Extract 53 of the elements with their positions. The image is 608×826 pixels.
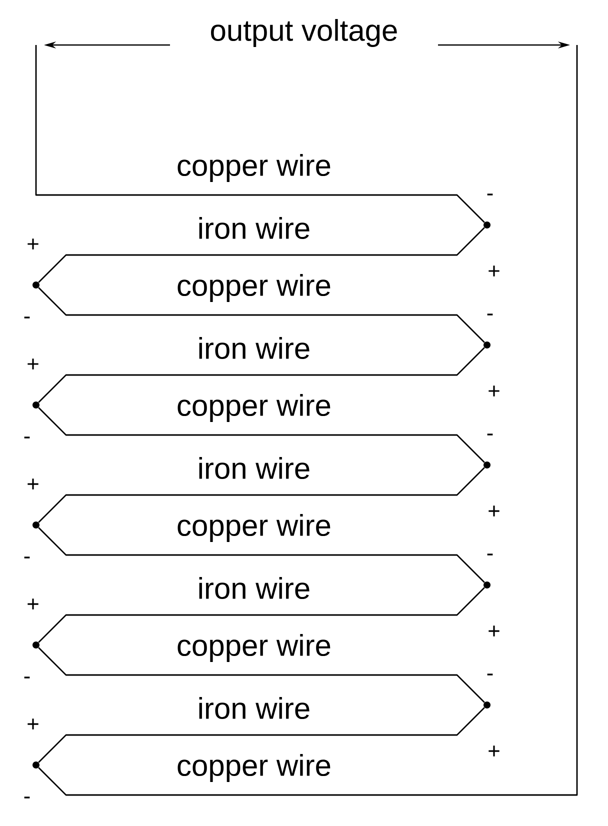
junction-dot [484,462,490,468]
polarity-sign: - [487,554,493,556]
polarity-sign: - [24,316,30,318]
polarity-sign: + [28,478,38,490]
polarity-sign: - [24,796,30,798]
edge-label: copper wire [178,274,330,302]
polarity-sign: + [488,266,500,276]
wire [38,647,485,703]
wire [38,707,485,763]
polarity-sign: - [487,194,493,196]
edge-label: iron wire [199,216,310,240]
junction-dot [484,222,490,228]
polarity-sign: - [24,436,30,438]
junction-dot [32,282,40,288]
polarity-sign: + [28,358,38,370]
wire [38,467,485,523]
edge-label: copper wire [178,394,330,422]
junction-dot [484,702,490,708]
wire [38,527,485,583]
wire [38,587,485,643]
junction-dot [484,582,490,588]
polarity-sign: - [24,556,30,558]
edge-label: copper wire [178,634,330,662]
polarity-sign: + [488,746,500,756]
junction-dot [32,642,40,648]
polarity-sign: + [488,386,500,396]
edge-label: iron wire [199,337,310,360]
polarity-sign: + [28,598,38,610]
polarity-sign: + [28,238,38,250]
edge-label: copper wire [178,754,330,782]
junction-dot [32,762,40,768]
polarity-sign: - [24,676,30,678]
polarity-sign: + [488,506,500,516]
polarity-sign: - [487,434,493,436]
wire [38,407,485,463]
wire [38,227,485,283]
polarity-sign: - [487,314,493,316]
edge-label: copper wire [178,154,330,182]
polarity-sign: + [28,718,38,730]
polarity-sign: + [488,626,500,636]
junction-dot [32,402,40,408]
wire [38,347,485,403]
edge-label: iron wire [199,577,310,600]
edge-label: copper wire [178,514,330,542]
junction-dot [484,342,490,348]
junction-dot [32,522,40,528]
edge-label: iron wire [199,697,310,720]
edge-label: iron wire [199,457,310,480]
wire [38,45,578,796]
wire [38,287,485,343]
wire [35,45,485,223]
polarity-sign: - [487,674,493,676]
dimension-label: output voltage [211,19,397,47]
